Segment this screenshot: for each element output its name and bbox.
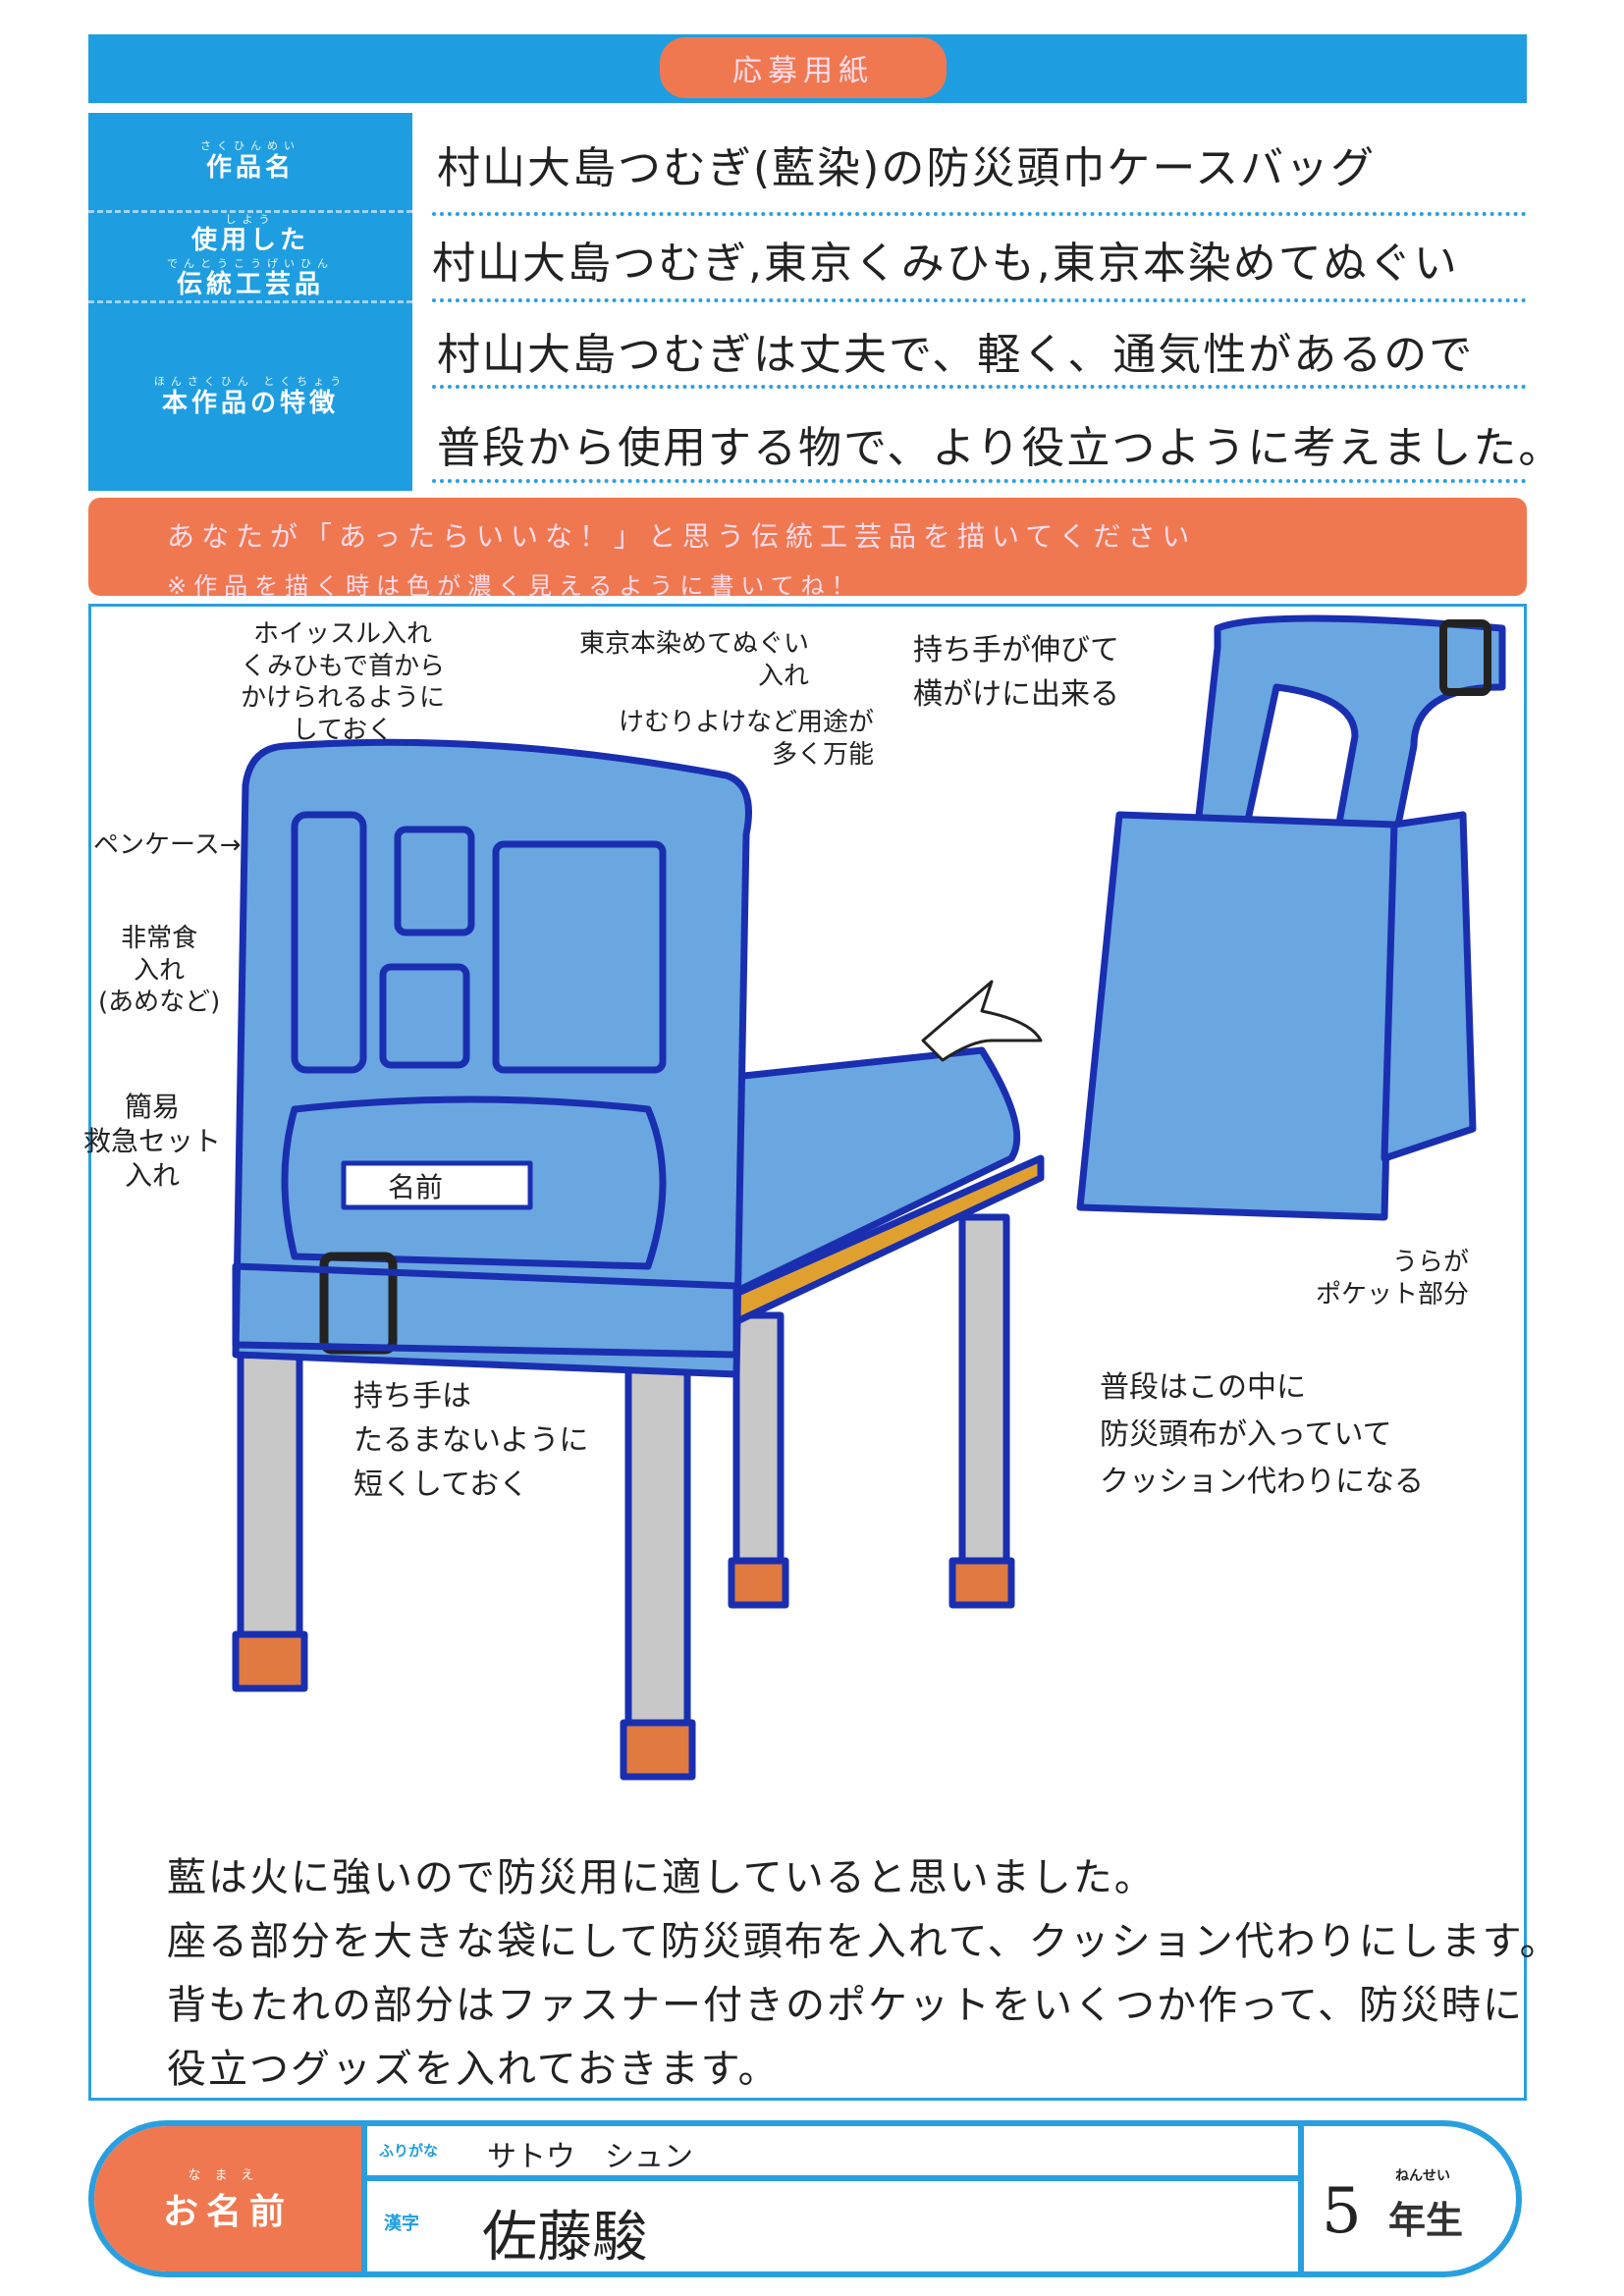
work-name-value: 村山大島つむぎ(藍染)の防災頭巾ケースバッグ xyxy=(437,143,1377,193)
note-food: 非常食 入れ (あめなど) xyxy=(98,924,221,1017)
belt xyxy=(232,1262,740,1359)
bag-body xyxy=(1076,811,1398,1221)
note-inside: 普段はこの中に 防災頭布が入っていて クッション代わりになる xyxy=(1100,1370,1424,1499)
seat-cushion xyxy=(703,1046,1021,1309)
features-value-2: 普段から使用する物で、より役立つように考えました。 xyxy=(437,423,1564,473)
instruction-banner: あなたが「あったらいいな！」と思う伝統工芸品を描いてください ※作品を描く時は色… xyxy=(88,498,1527,600)
chair-leg xyxy=(958,1213,1010,1575)
bag-strap xyxy=(1194,614,1506,848)
pocket xyxy=(379,963,470,1069)
description-line: 役立つグッズを入れておきます。 xyxy=(167,2047,780,2092)
description-line: 背もたれの部分はファスナー付きのポケットをいくつか作って、防災時に xyxy=(167,1983,1524,2028)
note-tenugui: 東京本染めてぬぐい 入れ xyxy=(579,629,810,691)
note-pocket: うらが ポケット部分 xyxy=(1316,1248,1470,1309)
chair-leg xyxy=(732,1311,785,1575)
divider xyxy=(432,479,1527,483)
chair-leg xyxy=(624,1311,691,1732)
note-firstaid: 簡易 救急セット 入れ xyxy=(83,1091,222,1192)
form-title: 応募用紙 xyxy=(660,37,947,98)
kanji-name-field[interactable]: 佐藤駿 xyxy=(482,2206,647,2269)
divider xyxy=(432,212,1527,216)
drawing-area xyxy=(88,604,1527,2101)
chair-foot xyxy=(728,1557,789,1609)
features-value-1: 村山大島つむぎは丈夫で、軽く、通気性があるので xyxy=(437,330,1475,380)
chair-foot xyxy=(948,1557,1015,1609)
pocket xyxy=(291,811,367,1074)
note-pencase: ペンケース→ xyxy=(93,830,242,860)
label-crafts: しよう 使用した でんとうこうげいひん 伝統工芸品 xyxy=(88,213,412,303)
grade-value[interactable]: 5 xyxy=(1322,2175,1362,2248)
crafts-value: 村山大島つむぎ,東京くみひも,東京本染めてぬぐい xyxy=(432,239,1459,289)
chair-leg xyxy=(237,1311,303,1643)
label-features: ほんさくひん とくちょう 本作品の特徴 xyxy=(88,303,412,491)
pocket xyxy=(492,840,667,1074)
description-line: 座る部分を大きな袋にして防災頭布を入れて、クッション代わりにします。 xyxy=(167,1919,1561,1964)
bag-pocket xyxy=(1380,811,1477,1162)
name-plate-text: 名前 xyxy=(388,1171,444,1203)
arrow-icon xyxy=(921,980,1043,1062)
pocket xyxy=(394,826,475,936)
strap-buckle xyxy=(1439,619,1491,696)
note-tenugui-uses: けむりよけなど用途が 多く万能 xyxy=(619,708,875,770)
name-section: なまえ お名前 ふりがな サトウ シュン 漢字 佐藤駿 5 ねんせい 年生 xyxy=(88,2120,1522,2277)
divider xyxy=(432,298,1527,302)
description-line: 藍は火に強いので防災用に適していると思いました。 xyxy=(167,1855,1156,1900)
note-handle: 持ち手が伸びて 横がけに出来る xyxy=(913,633,1119,712)
label-work-name: さくひんめい 作品名 xyxy=(88,113,412,213)
furigana-field[interactable]: サトウ シュン xyxy=(487,2140,693,2174)
note-whistle: ホイッスル入れ くみひもで首から かけられるように しておく xyxy=(241,619,446,745)
chair-foot xyxy=(620,1719,696,1781)
note-short-handle: 持ち手は たるまないように 短くしておく xyxy=(353,1379,589,1502)
chair-foot xyxy=(232,1630,308,1692)
name-plate xyxy=(341,1160,533,1210)
divider xyxy=(432,385,1527,389)
name-label: なまえ お名前 xyxy=(94,2126,361,2271)
